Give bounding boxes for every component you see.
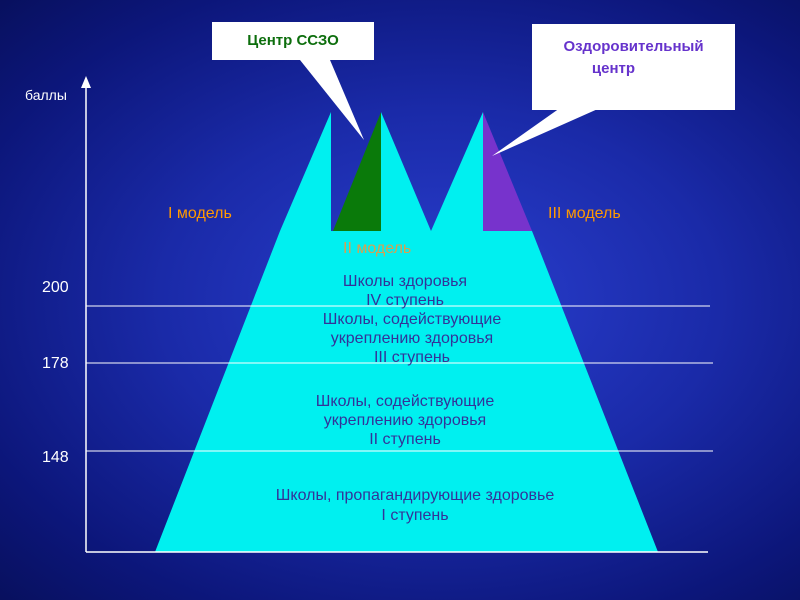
callout-ssco-box: Центр ССЗО (212, 22, 374, 60)
model-3-label: III модель (548, 205, 621, 222)
model-2-label: II модель (343, 240, 411, 257)
peak-model-1 (280, 112, 331, 231)
level-2-text-line3: II ступень (369, 431, 441, 448)
tick-label-200: 200 (42, 279, 69, 296)
level-4-text-line1: Школы здоровья (343, 273, 467, 290)
y-axis-arrow-icon (81, 76, 91, 88)
level-1-text-line1: Школы, пропагандирующие здоровье (276, 487, 555, 504)
model-1-label: I модель (168, 205, 232, 222)
callout-ozd-text-line2: центр (591, 60, 636, 77)
level-3-text-line2: укреплению здоровья (331, 330, 493, 347)
level-3-text-line1: Школы, содействующие (323, 311, 502, 328)
callout-ssco-text: Центр ССЗО (247, 32, 339, 49)
callout-ssco-pointer (300, 60, 364, 140)
peak-model-2-cyan (381, 112, 431, 231)
level-2-text-line2: укреплению здоровья (324, 412, 486, 429)
level-1-text-line2: I ступень (381, 507, 448, 524)
peak-model-3-purple (483, 112, 532, 231)
callout-ozd-box: Оздоровительный центр (532, 24, 735, 110)
callout-ozd-text-line1: Оздоровительный (563, 38, 704, 55)
level-4-text-line2: IV ступень (366, 292, 444, 309)
tick-label-148: 148 (42, 449, 69, 466)
tick-label-178: 178 (42, 355, 69, 372)
level-2-text-line1: Школы, содействующие (316, 393, 495, 410)
pyramid-base (155, 231, 658, 552)
peak-model-3-cyan (431, 112, 483, 231)
level-3-text-line3: III ступень (374, 349, 450, 366)
y-axis-label: баллы (25, 87, 67, 103)
callout-ozd-pointer (492, 108, 600, 156)
peak-model-2-green (333, 112, 381, 231)
